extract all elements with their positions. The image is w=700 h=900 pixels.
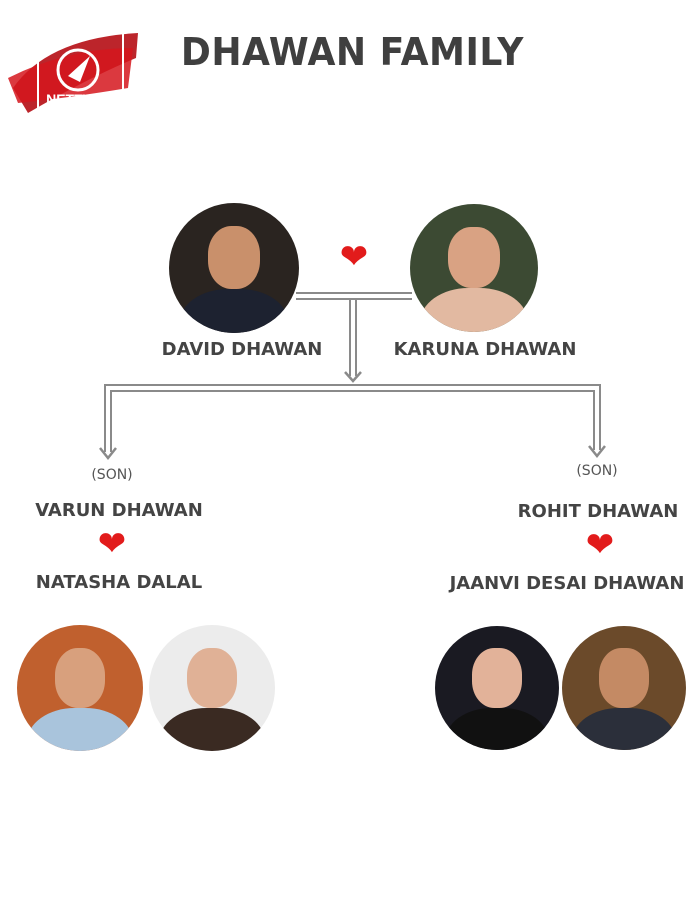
child-relation: (SON) (576, 463, 618, 479)
logo-text: NETTV4U (46, 91, 110, 107)
logo-tagline: Anywhere at Anytime (55, 109, 102, 115)
karuna-dhawan-photo (410, 204, 538, 332)
natasha-dalal-photo (149, 625, 275, 751)
spouse-name: JAANVI DESAI DHAWAN (449, 573, 685, 594)
father-name: DAVID DHAWAN (161, 339, 323, 360)
heart-icon: ❤ (97, 524, 127, 564)
child-relation: (SON) (91, 467, 133, 483)
varun-dhawan-photo (17, 625, 143, 751)
nettv4u-logo: NETTV4U Anywhere at Anytime (8, 18, 143, 123)
child-name: VARUN DHAWAN (35, 500, 203, 521)
spouse-name: NATASHA DALAL (35, 572, 203, 593)
mother-name: KARUNA DHAWAN (393, 339, 577, 360)
child-name: ROHIT DHAWAN (517, 501, 679, 522)
page-title: DHAWAN FAMILY (180, 30, 524, 74)
david-dhawan-photo (169, 203, 299, 333)
jaanvi-desai-dhawan-photo (435, 626, 559, 750)
heart-icon: ❤ (339, 237, 369, 277)
children-connector (99, 384, 606, 461)
parent-connector (296, 292, 412, 383)
heart-icon: ❤ (585, 525, 615, 565)
rohit-dhawan-photo (562, 626, 686, 750)
